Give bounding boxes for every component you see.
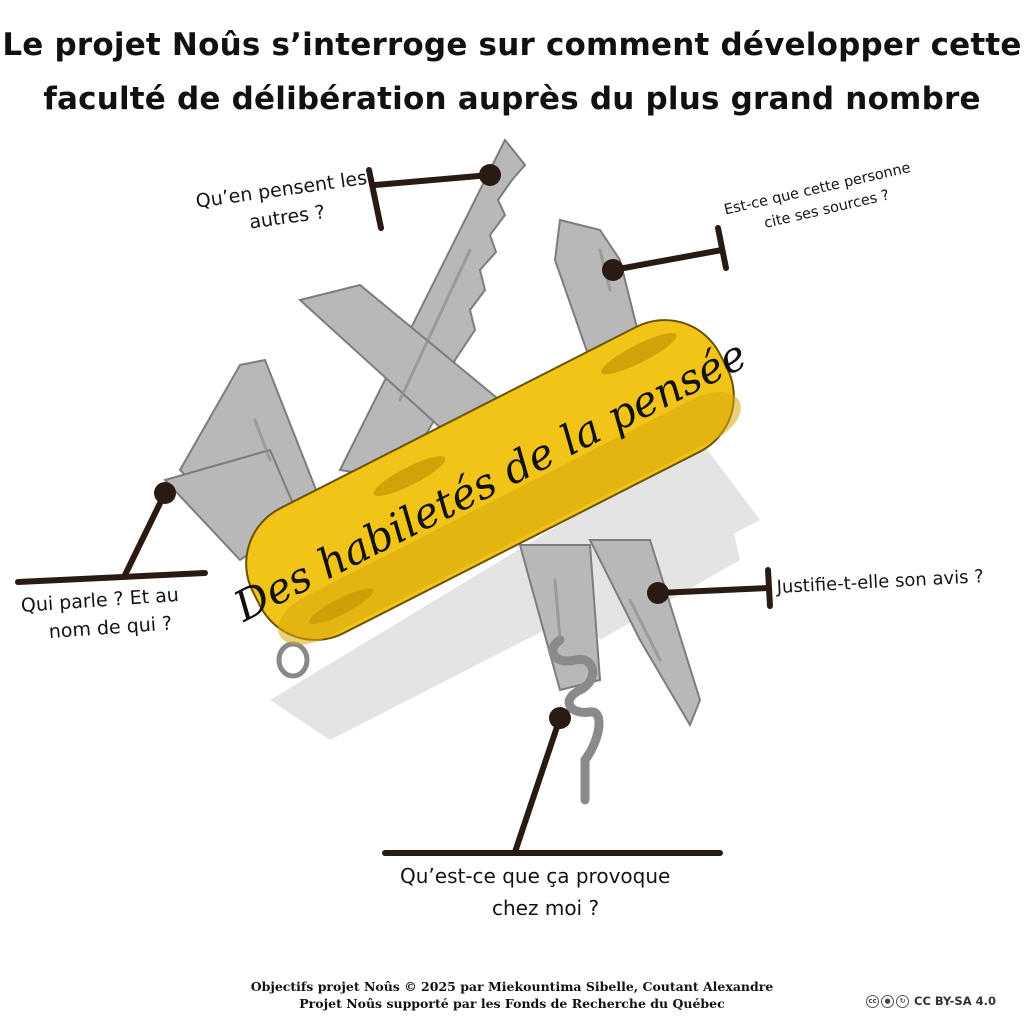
corkscrew [548,635,604,805]
knife-handle-shade [278,391,741,645]
center-lower-blade [518,544,602,692]
callout-lines [15,164,773,856]
license-badge: cc ● ↻ CC BY-SA 4.0 [866,990,1008,1012]
question-provoke-line-1: Qu’est-ce que ça provoque [400,864,671,888]
key-ring [276,641,310,679]
title-line-2: faculté de délibération auprès du plus g… [43,81,981,117]
license-text: CC BY-SA 4.0 [914,994,996,1008]
by-icon: ● [881,994,894,1008]
question-provoke: Qu’est-ce que ça provoque chez moi ? [400,860,670,924]
rivet [601,332,677,375]
title-line-1: Le projet Noûs s’interroge sur comment d… [2,27,1022,63]
footer-line-1: Objectifs projet Noûs © 2025 par Miekoun… [250,979,774,994]
callout-who [15,482,208,585]
footer-line-2: Projet Noûs supporté par les Fonds de Re… [299,996,725,1011]
question-provoke-line-2: chez moi ? [492,896,600,920]
footer: Objectifs projet Noûs © 2025 par Miekoun… [0,978,1024,1012]
callout-provoke [382,707,723,856]
rivet [373,456,446,496]
callout-others [366,164,501,231]
cc-icon: cc [866,994,879,1008]
page-title: Le projet Noûs s’interroge sur comment d… [0,18,1024,126]
knife-handle [245,319,735,641]
sa-icon: ↻ [896,994,909,1008]
callout-justify [647,567,773,609]
question-who: Qui parle ? Et au nom de qui ? [20,581,182,648]
callout-sources [602,225,729,281]
rivet [308,588,374,625]
